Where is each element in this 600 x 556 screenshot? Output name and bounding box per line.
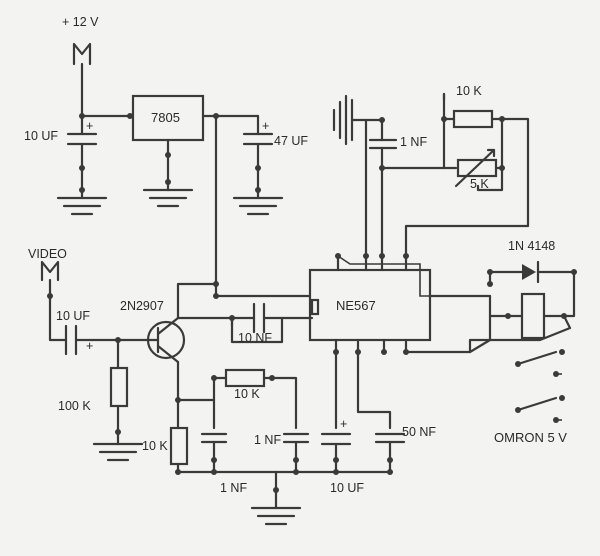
label-diode: 1N 4148 [508,239,555,253]
pnp-transistor-icon [144,316,186,364]
capacitor-10uf-bottom-icon [320,432,352,474]
capacitor-10uf-video-icon [64,324,78,356]
label-video: VIDEO [28,247,67,261]
diode-1n4148-icon [522,260,540,284]
ic-ne567 [308,268,432,342]
label-c10nf: 10 NF [238,331,272,345]
label-c47uf: 47 UF [274,134,308,148]
plus-sign: + [86,119,93,133]
ground-symbol-icon [56,188,108,216]
label-7805: 7805 [151,110,180,125]
supply-connector-icon [72,42,92,72]
wire-12v-rail [80,68,132,118]
ground-symbol-icon [250,498,302,526]
potentiometer-5k-icon [454,148,498,188]
ground-symbol-icon [142,180,194,208]
label-r100k: 100 K [58,399,91,413]
label-c10uf-input: 10 UF [24,129,58,143]
label-r10k-mid: 10 K [234,387,260,401]
label-r10k-top: 10 K [456,84,482,98]
label-c10uf-bottom: 10 UF [330,481,364,495]
ground-symbol-icon [232,188,284,216]
ground-symbol-icon [92,430,144,462]
resistor-10k-left-icon [169,426,189,466]
battery-symbol-icon [332,94,384,146]
resistor-10k-top-icon [452,109,494,129]
regulator-7805 [131,94,205,142]
capacitor-1nf-left-icon [200,432,228,474]
label-ne567: NE567 [336,298,376,313]
plus-sign: + [86,339,93,353]
plus-sign: + [340,417,347,431]
capacitor-50nf-icon [374,432,406,474]
capacitor-1nf-top-icon [368,118,398,258]
capacitor-10nf-icon [230,302,314,334]
label-c50nf: 50 NF [402,425,436,439]
capacitor-47uf-icon [242,114,274,193]
label-c1nf-top: 1 NF [400,135,427,149]
resistor-100k-icon [109,366,129,408]
label-transistor: 2N2907 [120,299,164,313]
label-relay: OMRON 5 V [494,430,567,445]
plus-sign: + [262,119,269,133]
label-c1nf-bottom: 1 NF [220,481,247,495]
label-r10k-left: 10 K [142,439,168,453]
capacitor-1nf-mid-icon [282,432,310,474]
label-c1nf-mid: 1 NF [254,433,281,447]
relay-coil-icon [520,292,546,340]
label-c10uf-video: 10 UF [56,309,90,323]
relay-switch-icon [515,349,565,423]
video-connector-icon [40,260,60,298]
resistor-10k-mid-icon [224,368,266,388]
label-12v: + 12 V [62,15,99,29]
label-pot5k: 5 K [470,177,489,191]
